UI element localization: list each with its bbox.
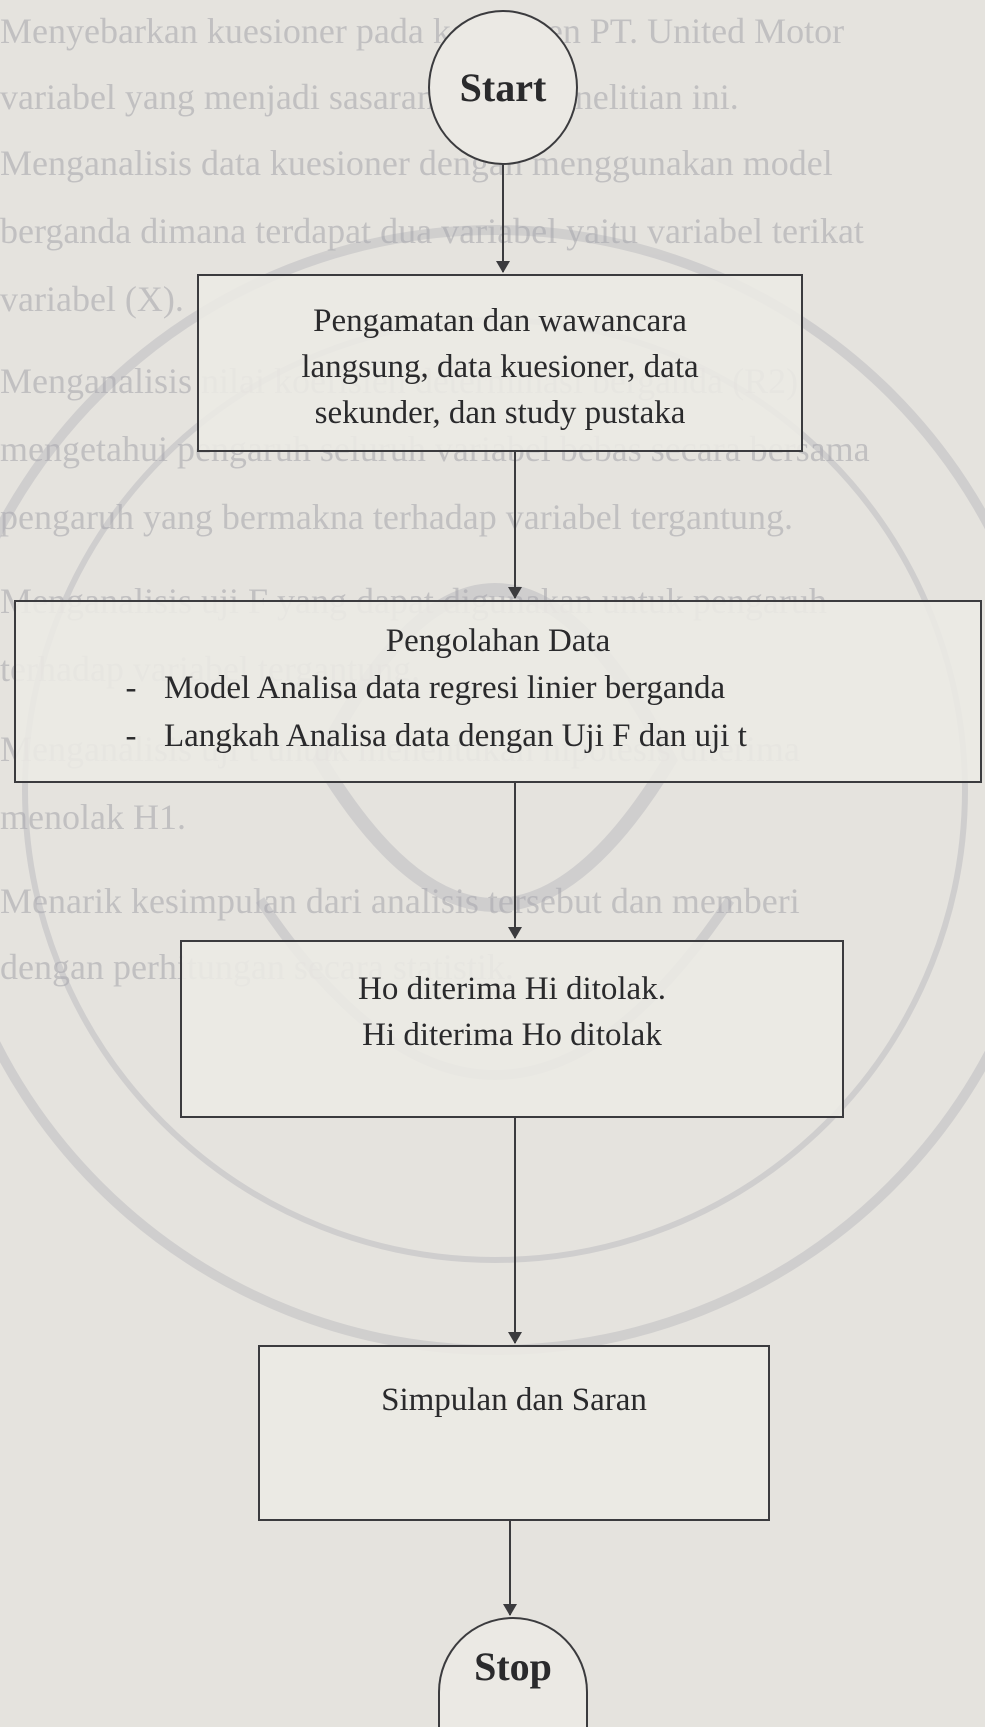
step4-label: Simpulan dan Saran (381, 1382, 647, 1418)
step3-line: Hi diterima Ho ditolak (362, 1017, 662, 1053)
step-hypothesis-box: Ho diterima Hi ditolak. Hi diterima Ho d… (180, 940, 844, 1118)
step1-line: Pengamatan dan wawancara (313, 303, 687, 339)
stop-terminal: Stop (438, 1617, 588, 1727)
step2-title: Pengolahan Data (385, 623, 611, 659)
step2-bullet: - (125, 670, 137, 706)
step-data-processing-box: Pengolahan Data -Model Analisa data regr… (14, 600, 982, 783)
step2-item: -Langkah Analisa data dengan Uji F dan u… (16, 712, 980, 760)
step1-line: langsung, data kuesioner, data (301, 349, 699, 385)
start-label: Start (459, 65, 547, 110)
step-observation-box: Pengamatan dan wawancara langsung, data … (197, 274, 803, 452)
step2-item-text: Model Analisa data regresi linier bergan… (164, 670, 726, 706)
step2-item: -Model Analisa data regresi linier berga… (16, 664, 980, 712)
step2-item-text: Langkah Analisa data dengan Uji F dan uj… (164, 718, 747, 754)
stop-label: Stop (474, 1643, 552, 1689)
step3-line: Ho diterima Hi ditolak. (358, 971, 666, 1007)
step-conclusion-box: Simpulan dan Saran (258, 1345, 770, 1521)
start-terminal: Start (428, 10, 578, 165)
step1-line: sekunder, dan study pustaka (314, 395, 686, 431)
step2-bullet: - (125, 718, 137, 754)
